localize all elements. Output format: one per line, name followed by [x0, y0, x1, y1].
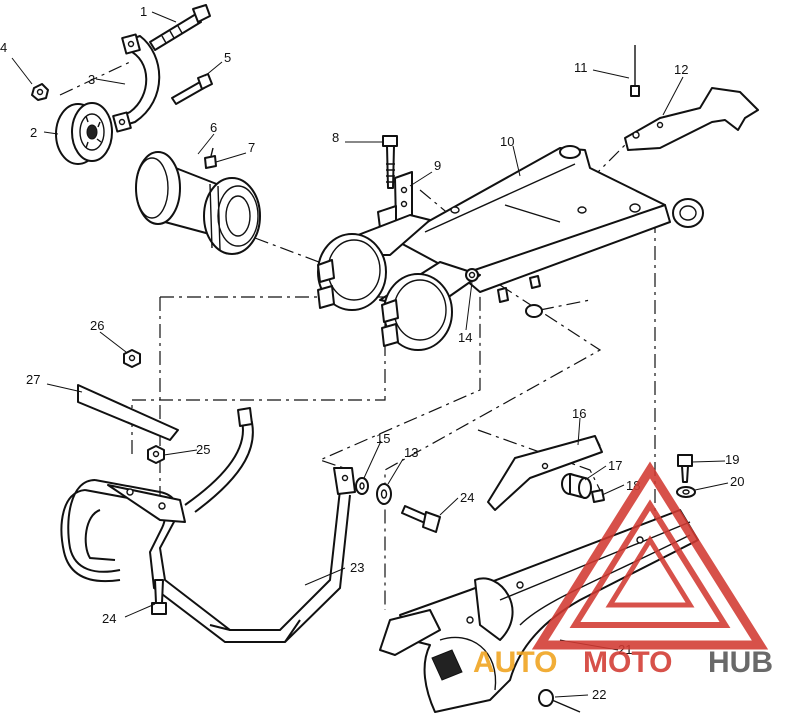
part-number-label-8: 8 [332, 130, 339, 145]
part-number-label-26: 26 [90, 318, 104, 333]
part-3-clamp [112, 33, 161, 133]
part-number-label-9: 9 [434, 158, 441, 173]
part-24-bolt-upper [401, 505, 441, 533]
part-1-bolt [149, 4, 211, 51]
part-18-fitting [591, 489, 605, 503]
part-number-label-12: 12 [674, 62, 688, 77]
part-number-label-23: 23 [350, 560, 364, 575]
part-24-bolt-lower [151, 579, 167, 615]
part-26-nut [123, 349, 141, 368]
part-19-bolt [677, 454, 693, 483]
part-17-bushing [561, 473, 592, 499]
part-number-label-5: 5 [224, 50, 231, 65]
part-8-bolt [382, 135, 398, 189]
leader-lines [11, 11, 729, 698]
watermark-text-auto: AUTO [473, 646, 557, 679]
part-number-label-24: 24 [460, 490, 474, 505]
part-number-label-1: 1 [140, 4, 147, 19]
part-number-label-24: 24 [102, 611, 116, 626]
part-7-grease-fitting [204, 147, 217, 169]
part-number-label-7: 7 [248, 140, 255, 155]
part-number-label-13: 13 [404, 445, 418, 460]
part-number-label-27: 27 [26, 372, 40, 387]
part-number-label-6: 6 [210, 120, 217, 135]
watermark-triangle-mark [531, 461, 769, 650]
part-16-angle-bracket [487, 435, 603, 511]
part-15-washer [355, 477, 369, 495]
watermark-text-moto: MOTO [583, 646, 672, 679]
part-number-label-14: 14 [458, 330, 472, 345]
part-number-label-10: 10 [500, 134, 514, 149]
part-4-nut [31, 83, 49, 101]
part-11-pin [630, 45, 640, 97]
part-number-label-15: 15 [376, 431, 390, 446]
part-27-plate [77, 384, 179, 441]
part-22-pin [538, 689, 581, 713]
part-number-label-17: 17 [608, 458, 622, 473]
watermark-text-hub: HUB [708, 646, 773, 679]
part-number-label-22: 22 [592, 687, 606, 702]
part-14-clamp-brackets [317, 214, 481, 351]
part-number-label-19: 19 [725, 452, 739, 467]
part-number-label-11: 11 [574, 60, 588, 75]
watermark-logo: AUTO MOTO HUB [473, 461, 773, 679]
part-13-washer [376, 483, 392, 505]
part-number-label-4: 4 [0, 40, 7, 55]
part-number-label-16: 16 [572, 406, 586, 421]
part-number-label-25: 25 [196, 442, 210, 457]
part-25-nut [147, 445, 165, 464]
part-10-swing-arm [394, 145, 704, 318]
part-number-label-20: 20 [730, 474, 744, 489]
part-2-roller-wheel [55, 102, 113, 165]
part-23-bumper-frame [60, 407, 356, 643]
part-number-label-2: 2 [30, 125, 37, 140]
part-6-spool-bushing [135, 151, 261, 255]
part-5-bolt [171, 73, 213, 105]
part-12-flat-bracket [624, 87, 759, 151]
assembly-dash-lines [59, 61, 656, 610]
part-number-label-3: 3 [88, 72, 95, 87]
part-20-washer [676, 486, 696, 498]
